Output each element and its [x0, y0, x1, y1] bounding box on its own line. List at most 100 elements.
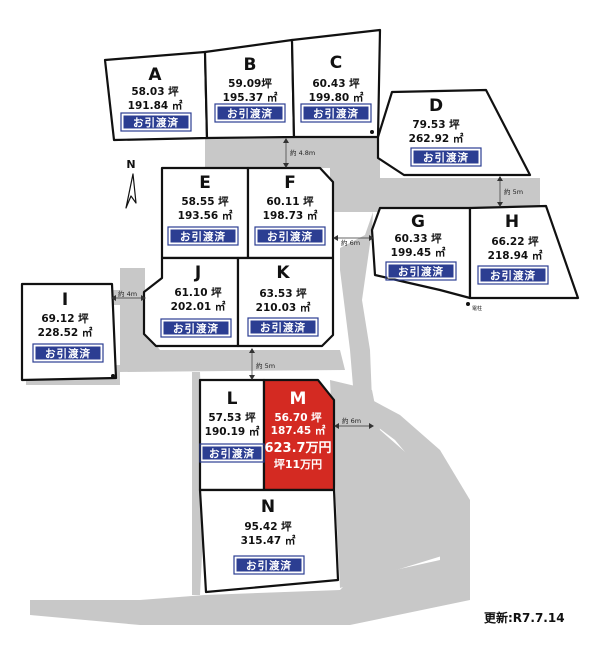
lot-N-id: N — [261, 497, 275, 517]
lot-L-badge — [201, 445, 263, 461]
lot-J-tsubo: 61.10 坪 — [174, 286, 222, 299]
lot-D-badge — [412, 149, 480, 165]
lot-G-tsubo: 60.33 坪 — [394, 232, 442, 245]
lot-D[interactable]: D 79.53 坪 262.92 ㎡ お引渡済 — [409, 96, 482, 167]
utility-pole-label: 電柱 — [472, 305, 482, 312]
road-label-k-lm: 約 5m — [249, 348, 275, 380]
lot-N-badge-text: お引渡済 — [246, 559, 292, 572]
lot-C-id: C — [330, 53, 342, 73]
lot-N-tsubo: 95.42 坪 — [244, 520, 292, 533]
lot-L-sqm: 190.19 ㎡ — [205, 425, 260, 438]
lot-D-id: D — [429, 96, 443, 116]
lot-D-badge-text: お引渡済 — [423, 151, 469, 164]
north-compass: N — [125, 158, 137, 209]
lot-N-sqm: 315.47 ㎡ — [241, 534, 296, 547]
road-width-f-g: 約 6m — [341, 238, 360, 247]
lot-B-tsubo: 59.09坪 — [228, 77, 272, 90]
lot-A-id: A — [148, 65, 162, 85]
lot-E-badge — [169, 228, 237, 244]
lot-F-tsubo: 60.11 坪 — [266, 195, 314, 208]
lot-F[interactable]: F 60.11 坪 198.73 ㎡ お引渡済 — [254, 173, 326, 246]
lot-D-sqm: 262.92 ㎡ — [409, 132, 464, 145]
lot-A-tsubo: 58.03 坪 — [131, 85, 179, 98]
central-road — [26, 268, 345, 385]
lot-E-sqm: 193.56 ㎡ — [178, 209, 233, 222]
road-label-f-g: 約 6m — [333, 235, 374, 247]
lot-H-tsubo: 66.22 坪 — [491, 235, 539, 248]
lot-J-badge-text: お引渡済 — [173, 322, 219, 335]
lot-G-badge-text: お引渡済 — [398, 265, 444, 278]
lot-K-id: K — [276, 263, 290, 283]
lot-G-sqm: 199.45 ㎡ — [391, 246, 446, 259]
lot-K-badge — [249, 319, 317, 335]
lot-H-badge-text: お引渡済 — [490, 269, 536, 282]
lot-J-badge — [162, 320, 230, 336]
lot-E-badge-text: お引渡済 — [180, 230, 226, 243]
lot-A[interactable]: A 58.03 坪 191.84 ㎡ お引渡済 — [120, 65, 192, 132]
road-label-d-h: 約 5m — [497, 176, 523, 207]
lot-A-badge — [122, 114, 190, 130]
lot-M-tsubo: 56.70 坪 — [274, 411, 322, 424]
lot-E-id: E — [199, 173, 211, 193]
compass-arrow-icon — [125, 173, 137, 209]
road-south — [330, 380, 445, 588]
lot-J[interactable]: J 61.10 坪 202.01 ㎡ お引渡済 — [160, 263, 232, 338]
lot-C-marker — [370, 130, 374, 134]
lot-K[interactable]: K 63.53 坪 210.03 ㎡ お引渡済 — [247, 263, 319, 337]
road-width-d-h: 約 5m — [504, 187, 523, 196]
lot-M-shape[interactable] — [262, 378, 336, 492]
updated-date: 更新:R7.7.14 — [484, 610, 565, 625]
lot-I-tsubo: 69.12 坪 — [41, 312, 89, 325]
lot-B-badge-text: お引渡済 — [227, 107, 273, 120]
lot-I-badge — [34, 345, 102, 361]
lot-C[interactable]: C 60.43 坪 199.80 ㎡ お引渡済 — [300, 53, 374, 134]
lot-F-id: F — [284, 173, 296, 193]
lot-M-sqm: 187.45 ㎡ — [271, 424, 326, 437]
road-labels: 約 4.8m 約 5m 約 6m 約 4m 約 5m — [111, 138, 523, 429]
compass-north-label: N — [126, 158, 135, 171]
road-label-m-east: 約 6m — [334, 416, 374, 429]
lot-M-id: M — [290, 389, 307, 409]
lot-A-sqm: 191.84 ㎡ — [128, 99, 183, 112]
lot-G-id: G — [411, 212, 425, 232]
lot-C-badge — [302, 105, 370, 121]
lot-K-sqm: 210.03 ㎡ — [256, 301, 311, 314]
road-i-j — [110, 290, 145, 305]
lot-C-sqm: 199.80 ㎡ — [309, 91, 364, 104]
lot-M[interactable]: M 56.70 坪 187.45 ㎡ 623.7万円 坪11万円 — [264, 389, 331, 471]
lot-B-id: B — [244, 55, 257, 75]
lot-H-badge — [479, 267, 547, 283]
lot-F-badge — [256, 228, 324, 244]
lot-D-tsubo: 79.53 坪 — [412, 118, 460, 131]
lot-H[interactable]: H 66.22 坪 218.94 ㎡ お引渡済 — [477, 212, 549, 285]
lot-M-unit-price: 坪11万円 — [274, 458, 322, 471]
lot-L-id: L — [227, 389, 238, 409]
lot-B-sqm: 195.37 ㎡ — [223, 91, 278, 104]
road-label-bc-e: 約 4.8m — [283, 138, 315, 168]
lot-F-sqm: 198.73 ㎡ — [263, 209, 318, 222]
road-width-k-lm: 約 5m — [256, 361, 275, 370]
utility-pole: 電柱 — [466, 302, 482, 312]
road-width-m-east: 約 6m — [342, 416, 361, 425]
lot-N-badge — [235, 557, 303, 573]
lot-C-tsubo: 60.43 坪 — [312, 77, 360, 90]
lot-K-badge-text: お引渡済 — [260, 321, 306, 334]
lot-L-tsubo: 57.53 坪 — [208, 411, 256, 424]
lot-B[interactable]: B 59.09坪 195.37 ㎡ お引渡済 — [214, 55, 286, 123]
road-label-i-j: 約 4m — [111, 289, 146, 301]
lot-F-badge-text: お引渡済 — [267, 230, 313, 243]
lot-G-badge — [387, 263, 455, 279]
lot-I-sqm: 228.52 ㎡ — [38, 326, 93, 339]
lot-L[interactable]: L 57.53 坪 190.19 ㎡ お引渡済 — [199, 389, 265, 463]
lot-J-id: J — [194, 263, 201, 283]
utility-pole-icon — [466, 302, 470, 306]
lot-N[interactable]: N 95.42 坪 315.47 ㎡ お引渡済 — [233, 497, 305, 575]
lot-H-id: H — [505, 212, 519, 232]
lot-E[interactable]: E 58.55 坪 193.56 ㎡ お引渡済 — [167, 173, 239, 246]
lot-G[interactable]: G 60.33 坪 199.45 ㎡ お引渡済 — [385, 212, 457, 281]
lot-E-tsubo: 58.55 坪 — [181, 195, 229, 208]
lot-I-badge-text: お引渡済 — [45, 347, 91, 360]
lot-K-tsubo: 63.53 坪 — [259, 287, 307, 300]
lot-I[interactable]: I 69.12 坪 228.52 ㎡ お引渡済 — [32, 290, 115, 378]
